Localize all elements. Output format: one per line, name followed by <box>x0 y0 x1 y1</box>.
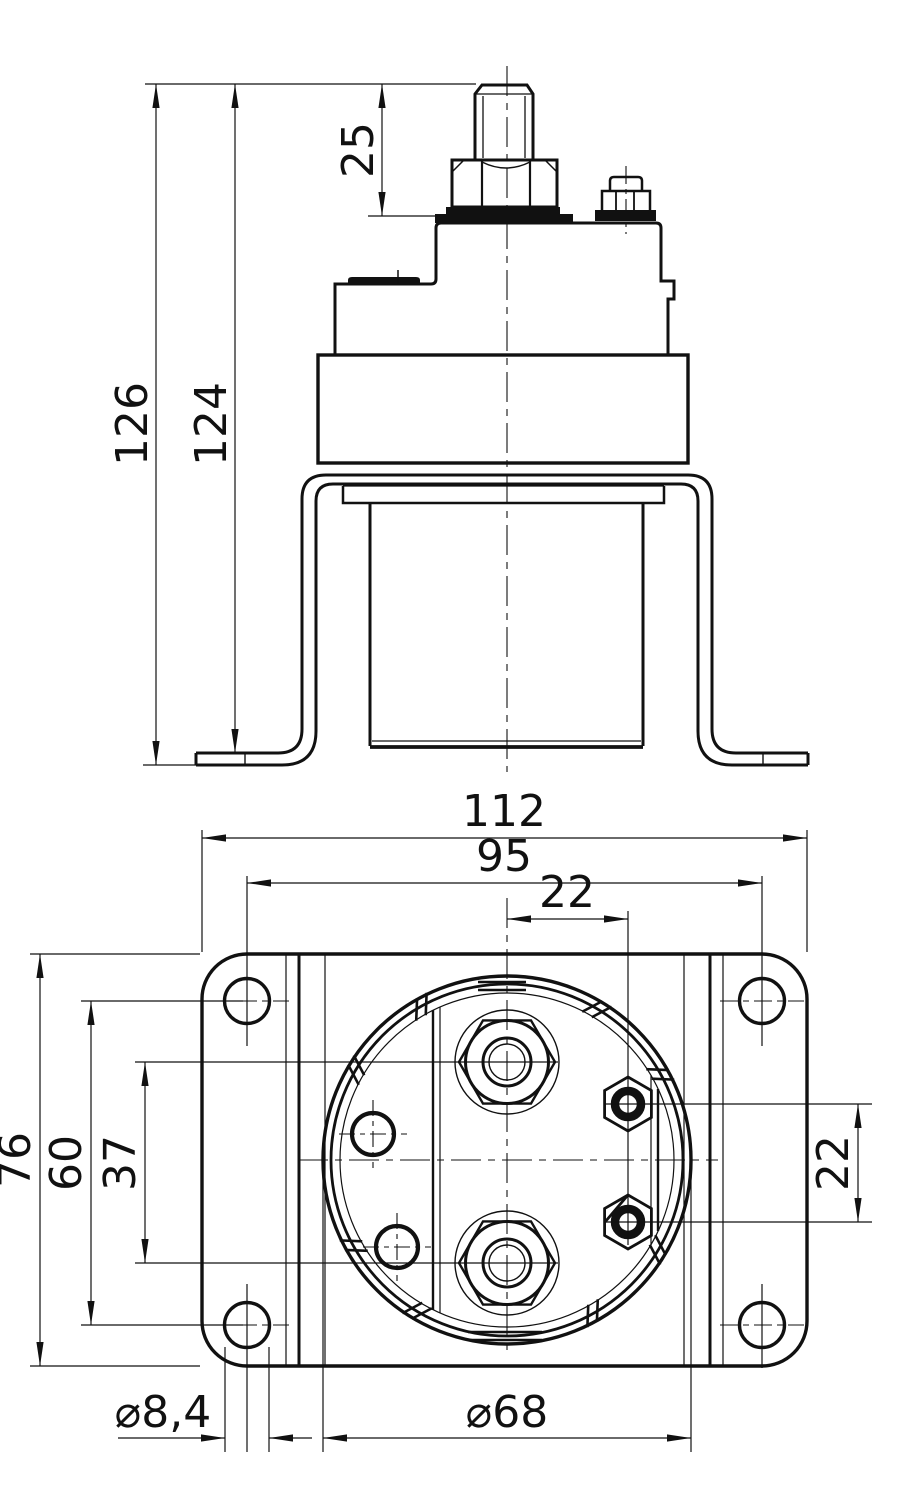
can-walls <box>368 503 645 746</box>
plan-view: 112 95 22 76 60 37 22 ⌀8,4 ⌀68 <box>0 786 872 1452</box>
dim-text-124: 124 <box>186 382 237 466</box>
bracket-inner-line <box>196 482 808 767</box>
dim-text-68: ⌀68 <box>466 1387 548 1438</box>
stud-outline <box>473 83 535 160</box>
dim-text-112: 112 <box>462 786 546 837</box>
hex-nut-chamfers <box>451 160 558 173</box>
bracket-foot-ends <box>194 753 810 765</box>
hex-nut <box>450 158 559 209</box>
bracket-outer-line <box>196 473 808 755</box>
dim-text-22-right: 22 <box>808 1135 859 1191</box>
dim-text-25: 25 <box>333 122 384 178</box>
dim-text-84: ⌀8,4 <box>115 1387 211 1438</box>
dim-text-22-top: 22 <box>539 867 595 918</box>
mounting-flange <box>200 952 809 1368</box>
side-view-body <box>194 66 810 772</box>
side-view: 126 124 25 <box>107 66 810 772</box>
ext-lines-37 <box>135 1061 558 1264</box>
ext-lines-22-right <box>604 1103 872 1223</box>
hole-crosshairs <box>205 1000 804 1326</box>
small-terminal-washer <box>595 210 656 221</box>
vent-hole-upper-left <box>339 1100 407 1168</box>
rim-seam-notches <box>468 980 542 1342</box>
cover-outline <box>333 221 676 355</box>
dim-text-95: 95 <box>476 831 532 882</box>
cover-gasket-strip <box>348 277 420 284</box>
stud-thread-lines <box>482 96 526 158</box>
ext-lines-60 <box>81 1000 243 1326</box>
rim-crimp-ticks <box>339 992 675 1328</box>
dim-text-126: 126 <box>107 382 158 466</box>
hole-extension-lines <box>246 876 763 1452</box>
ext-lines-112 <box>201 830 808 952</box>
stud-washer-upper <box>446 207 560 216</box>
plan-view-body <box>200 898 809 1368</box>
ext-lines-76 <box>30 953 200 1367</box>
ext-lines-68 <box>322 1170 692 1452</box>
vent-hole-lower-left <box>363 1213 431 1281</box>
side-view-dimensions: 126 124 25 <box>107 83 476 766</box>
plan-view-dimensions: 112 95 22 76 60 37 22 ⌀8,4 ⌀68 <box>0 786 872 1452</box>
small-terminal-facets <box>615 191 635 213</box>
bracket-foot-radius-ticks <box>244 753 764 765</box>
dim-text-37: 37 <box>95 1135 146 1191</box>
small-terminal-cap <box>608 175 644 191</box>
dim-text-60: 60 <box>41 1135 92 1191</box>
can-flange <box>341 486 666 505</box>
housing-band <box>316 353 690 465</box>
dim-text-76: 76 <box>0 1132 41 1188</box>
hex-nut-facets <box>480 160 532 207</box>
stud-washer-lower <box>435 214 573 223</box>
